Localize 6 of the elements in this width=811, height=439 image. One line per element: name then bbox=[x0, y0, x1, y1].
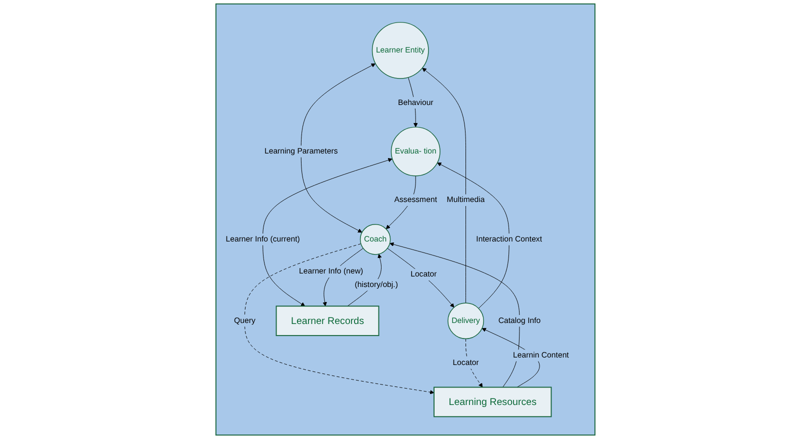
node-circle bbox=[448, 302, 484, 340]
node-circle bbox=[360, 224, 391, 255]
node-box bbox=[276, 306, 380, 336]
node-circle bbox=[372, 22, 429, 79]
node-circle bbox=[390, 126, 440, 176]
node-box bbox=[434, 386, 552, 418]
